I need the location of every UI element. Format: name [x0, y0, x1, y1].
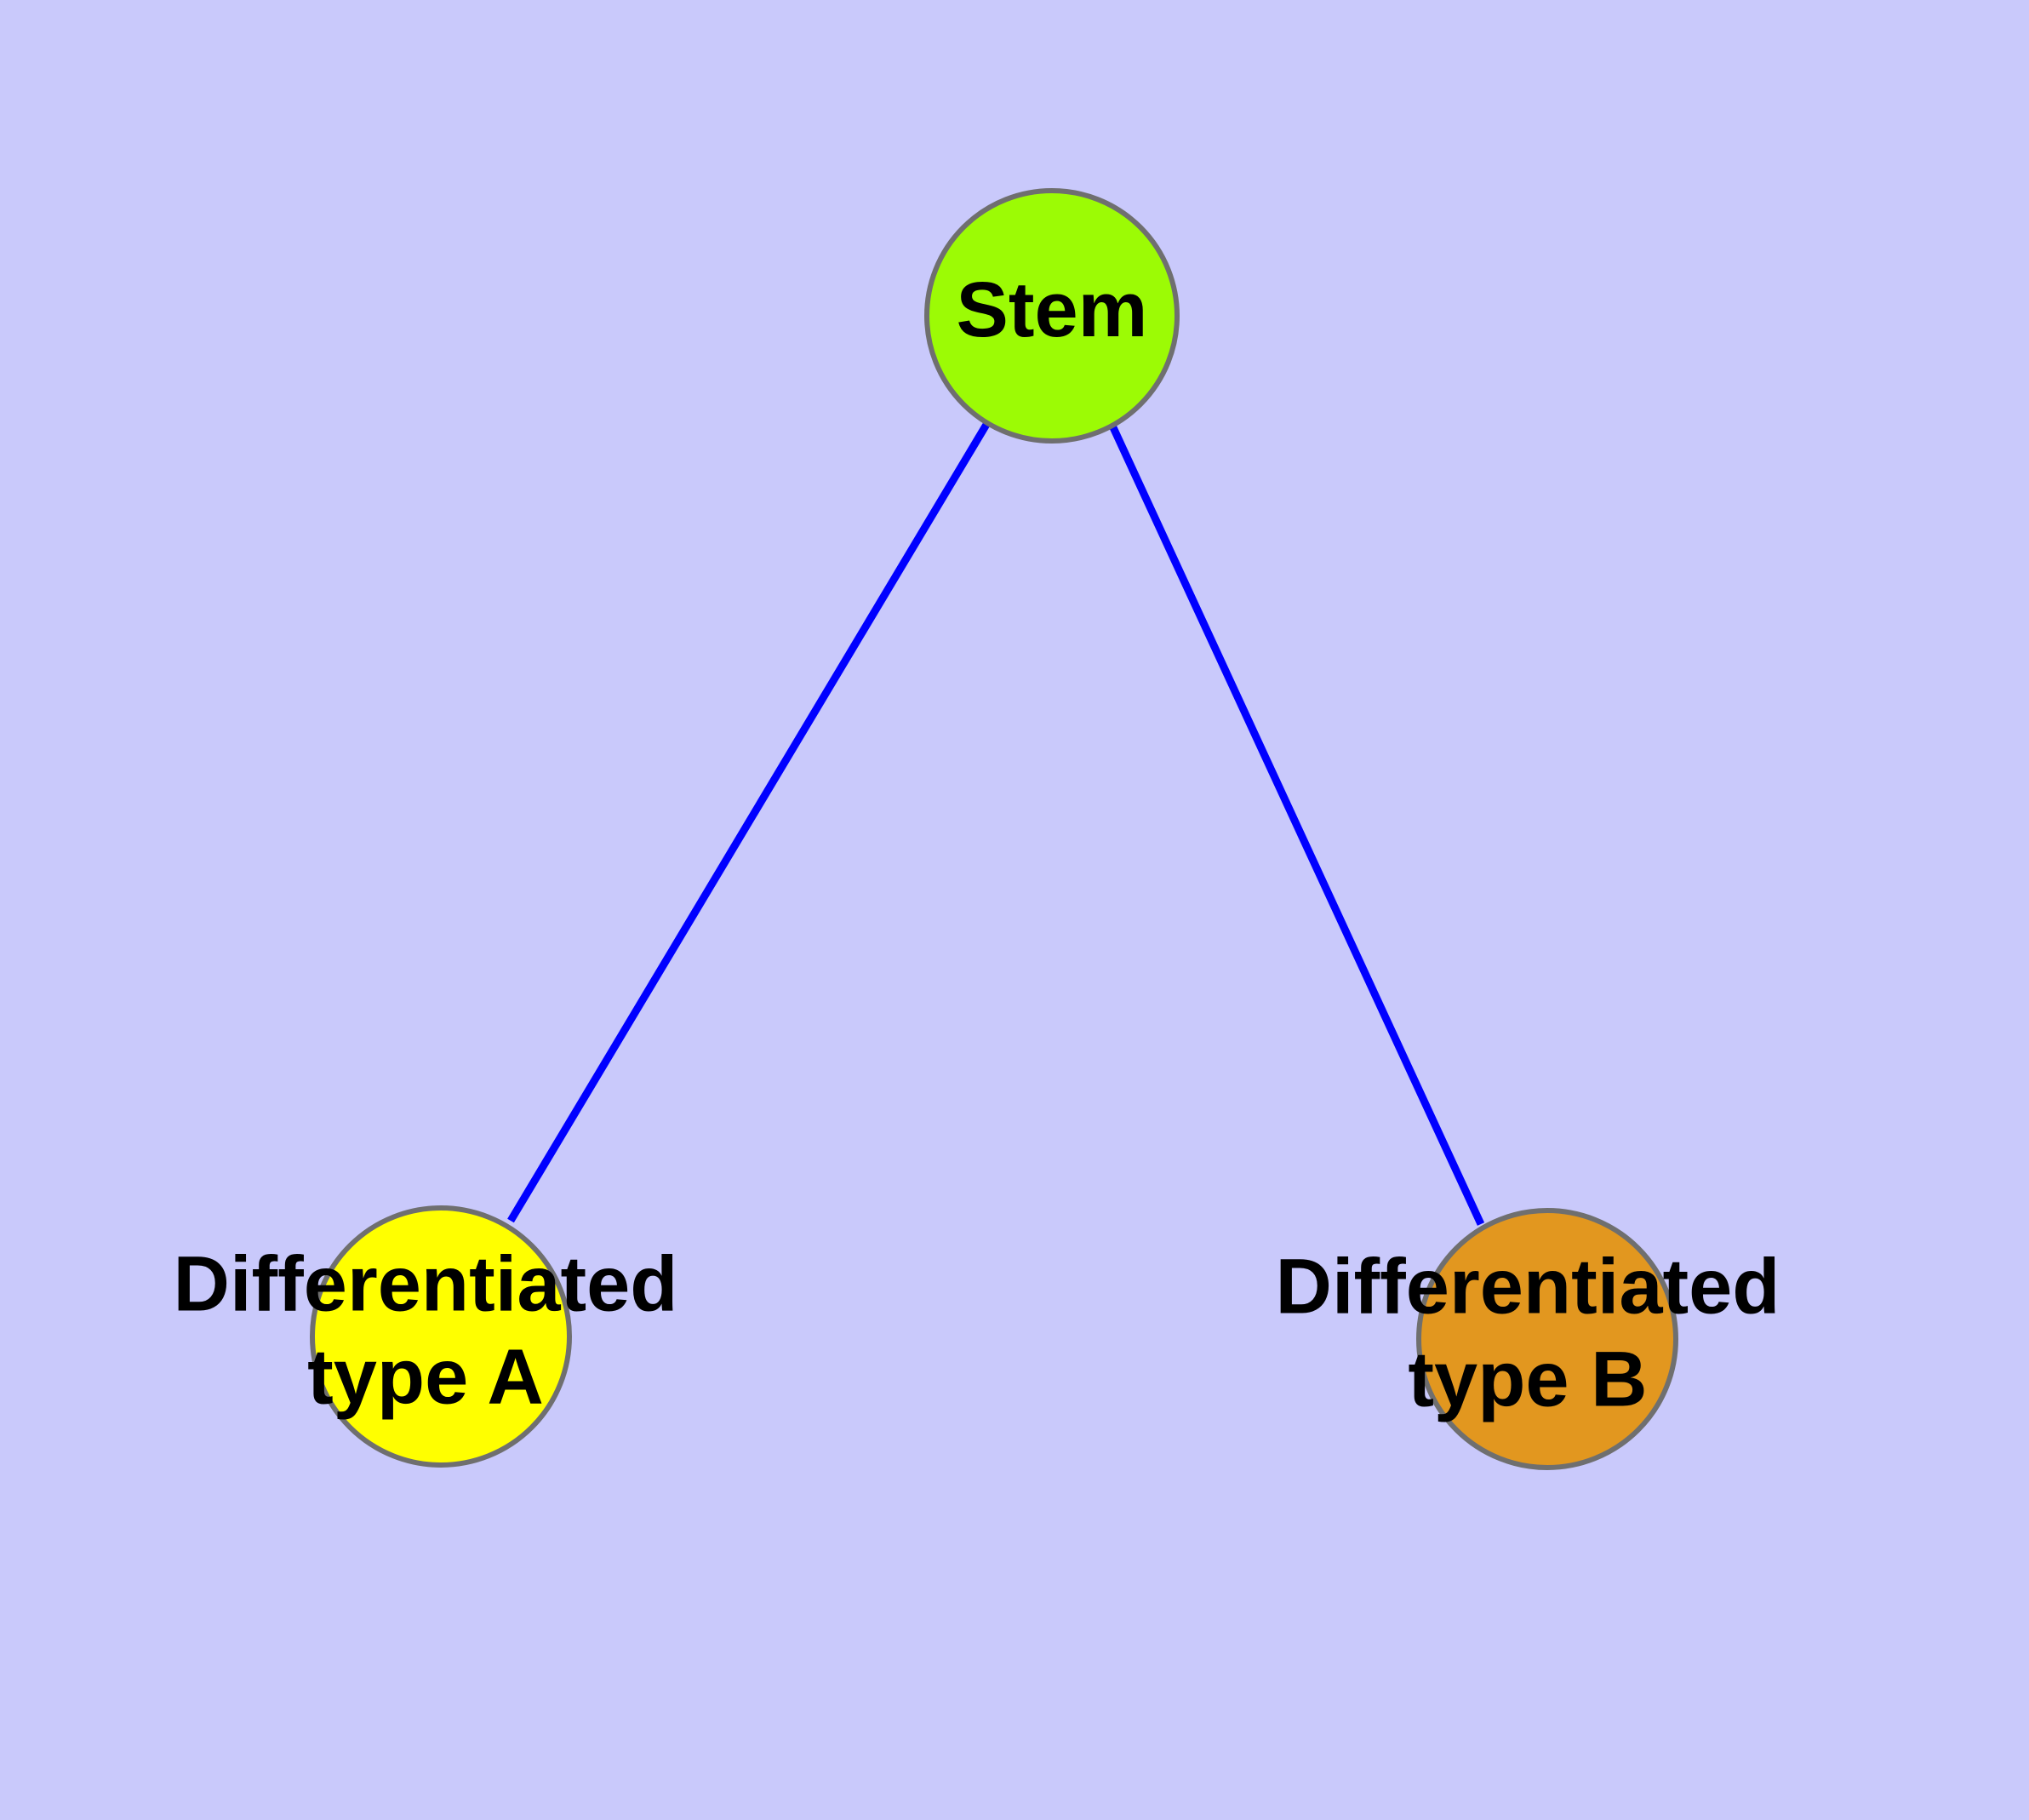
edges-layer: [507, 421, 1485, 1226]
node-label-line: Differentiated: [174, 1241, 678, 1328]
node-diff-type-a[interactable]: [310, 1205, 572, 1468]
node-label-line: type B: [1408, 1336, 1647, 1423]
edge-stem-to-diff-type-b[interactable]: [1108, 424, 1485, 1226]
node-label-line: Differentiated: [1276, 1244, 1780, 1331]
edge-stem-to-diff-type-a[interactable]: [507, 421, 991, 1223]
node-label-line: Stem: [957, 266, 1148, 353]
nodes-layer: [310, 188, 1678, 1470]
node-diff-type-b[interactable]: [1416, 1208, 1678, 1470]
node-label-line: type A: [307, 1334, 544, 1421]
node-stem[interactable]: [924, 188, 1180, 444]
node-label-stem: Stem: [957, 266, 1148, 353]
